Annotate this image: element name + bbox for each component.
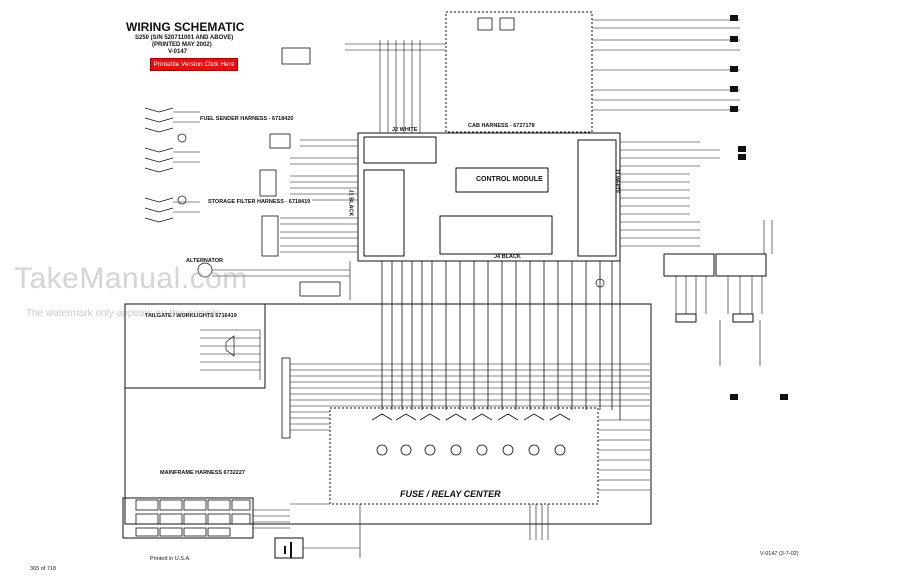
control-module-outline	[357, 132, 621, 262]
model-line: S250 (S/N 520711001 AND ABOVE)	[135, 35, 234, 41]
printed-line: (PRINTED MAY 2002)	[152, 42, 212, 48]
cab-harness-label: CAB HARNESS - 6727178	[468, 123, 535, 129]
control-module-label-box	[455, 167, 549, 193]
fuse-relay-outline	[329, 407, 599, 505]
fuel-sender-label: FUEL SENDER HARNESS - 6718420	[200, 116, 294, 122]
watermark-text: TakeManual.com	[14, 262, 248, 295]
cab-harness-outline	[445, 11, 593, 133]
j1-black-label: J1 BLACK	[347, 189, 354, 217]
alternator-label: ALTERNATOR	[186, 258, 223, 264]
printable-version-link[interactable]: Printable Version Click Here	[150, 58, 238, 71]
printed-in-label: Printed in U.S.A.	[150, 556, 191, 562]
page-number: 365 of 718	[30, 566, 56, 572]
tailgate-harness-label: TAILGATE / WORKLIGHTS 6716419	[145, 313, 237, 319]
mainframe-harness-label: MAINFRAME HARNESS 6732227	[160, 470, 245, 476]
doc-reference: V-0147 (3-7-02)	[760, 551, 799, 557]
schematic-title: WIRING SCHEMATIC	[126, 20, 245, 34]
j3-white-label: J3 WHITE	[613, 168, 620, 194]
j4-black-label: J4 BLACK	[494, 254, 521, 260]
doc-number: V-0147	[168, 49, 188, 55]
fuse-relay-center-label: FUSE / RELAY CENTER	[400, 489, 501, 499]
watermark-note: The watermark only appears on this sampl…	[26, 308, 220, 319]
storage-filter-label: STORAGE FILTER HARNESS - 6718419	[208, 199, 311, 205]
j2-white-label: J2 WHITE	[392, 127, 418, 133]
control-module-label: CONTROL MODULE	[476, 176, 543, 183]
